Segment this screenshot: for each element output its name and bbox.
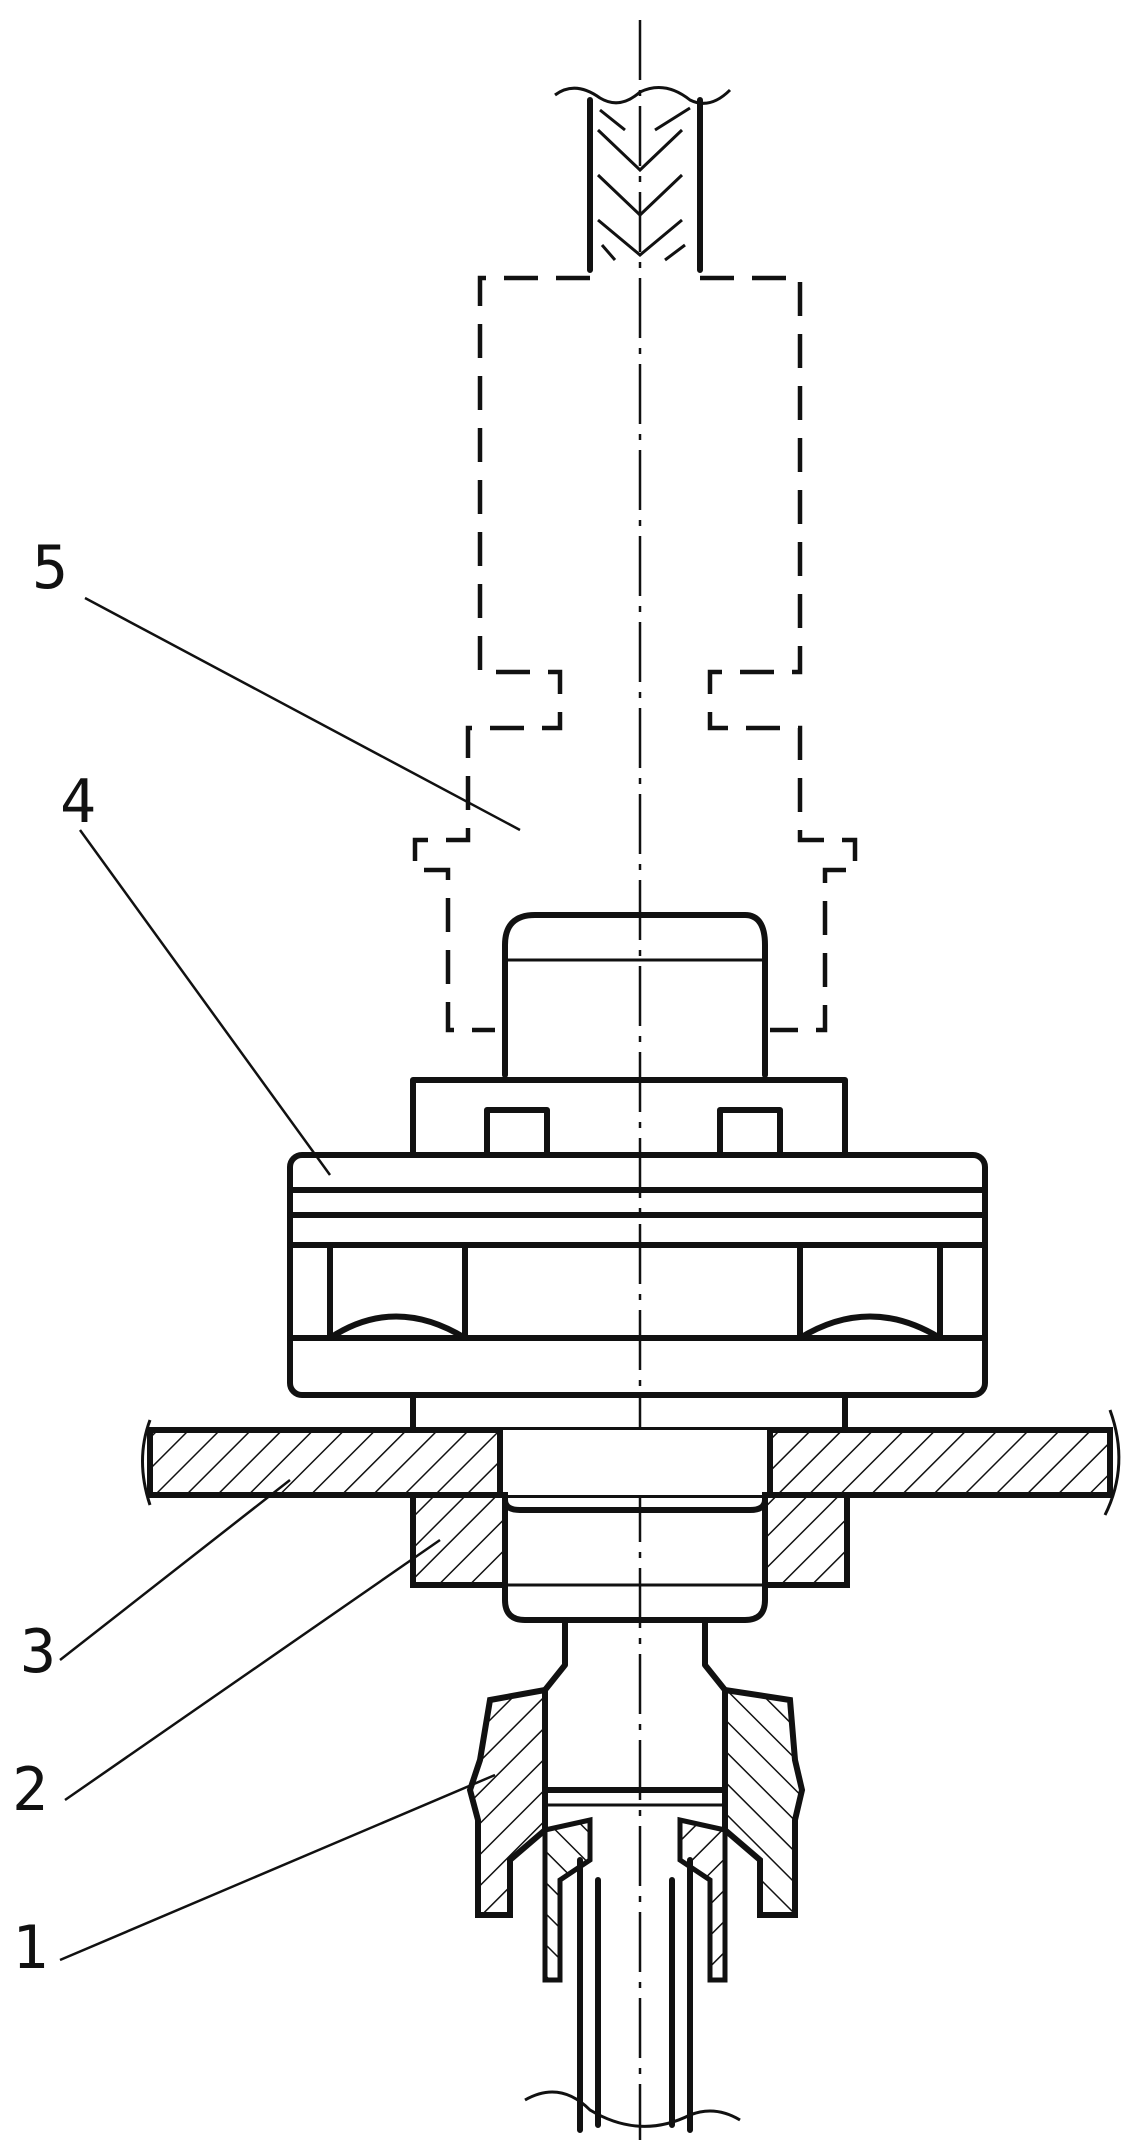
- leader-lines: [59, 596, 521, 1962]
- part-3-plate: [141, 1409, 1121, 1516]
- part-2-nut: [410, 1492, 850, 1623]
- callout-5: 5: [32, 533, 68, 603]
- leader-2: [64, 1538, 441, 1802]
- part-1-fitting: [466, 1686, 806, 1983]
- callout-3: 3: [20, 1617, 56, 1687]
- part-4-body: [287, 1152, 988, 1398]
- stem: [410, 1392, 848, 1433]
- tube: [524, 1857, 741, 2133]
- callout-2: 2: [12, 1755, 48, 1825]
- leader-4: [78, 829, 332, 1176]
- callout-4: 4: [60, 767, 96, 837]
- neck: [542, 1617, 728, 1723]
- leader-5: [84, 596, 521, 832]
- top-broken-section: [554, 86, 732, 273]
- callout-1: 1: [12, 1913, 48, 1983]
- leader-1: [59, 1773, 496, 1962]
- upper-boss: [410, 912, 848, 1158]
- leader-3: [59, 1479, 291, 1661]
- part-5-phantom-outline: [412, 275, 858, 1033]
